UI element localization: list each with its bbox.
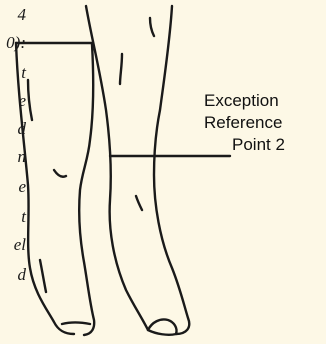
right-leg-detail-3 (150, 18, 154, 36)
text-fragment: t (21, 62, 26, 84)
right-leg-outline-left (86, 6, 148, 330)
right-leg-outline-right (154, 6, 189, 334)
right-leg-detail-2 (136, 196, 142, 210)
text-fragment: e (18, 90, 26, 112)
text-fragment: n (18, 146, 27, 168)
callout-label-line-1: Exception (204, 90, 279, 112)
left-hoof-line (62, 323, 90, 325)
text-fragment: t (21, 206, 26, 228)
right-leg-detail-1 (120, 54, 122, 84)
right-hoof (148, 319, 177, 334)
left-leg-detail-2 (28, 80, 32, 120)
text-fragment: d (18, 264, 27, 286)
text-fragment: 4 (18, 4, 27, 26)
left-leg-outline-right (79, 44, 94, 335)
text-fragment: el (14, 234, 26, 256)
text-fragment: d (18, 118, 27, 140)
callout-label-line-2: Reference (204, 112, 282, 134)
text-fragment: e (18, 176, 26, 198)
text-fragment: 0): (6, 32, 26, 54)
left-leg-detail-1 (40, 260, 46, 292)
callout-label-line-3: Point 2 (232, 134, 285, 156)
left-knee-mark (54, 170, 66, 177)
